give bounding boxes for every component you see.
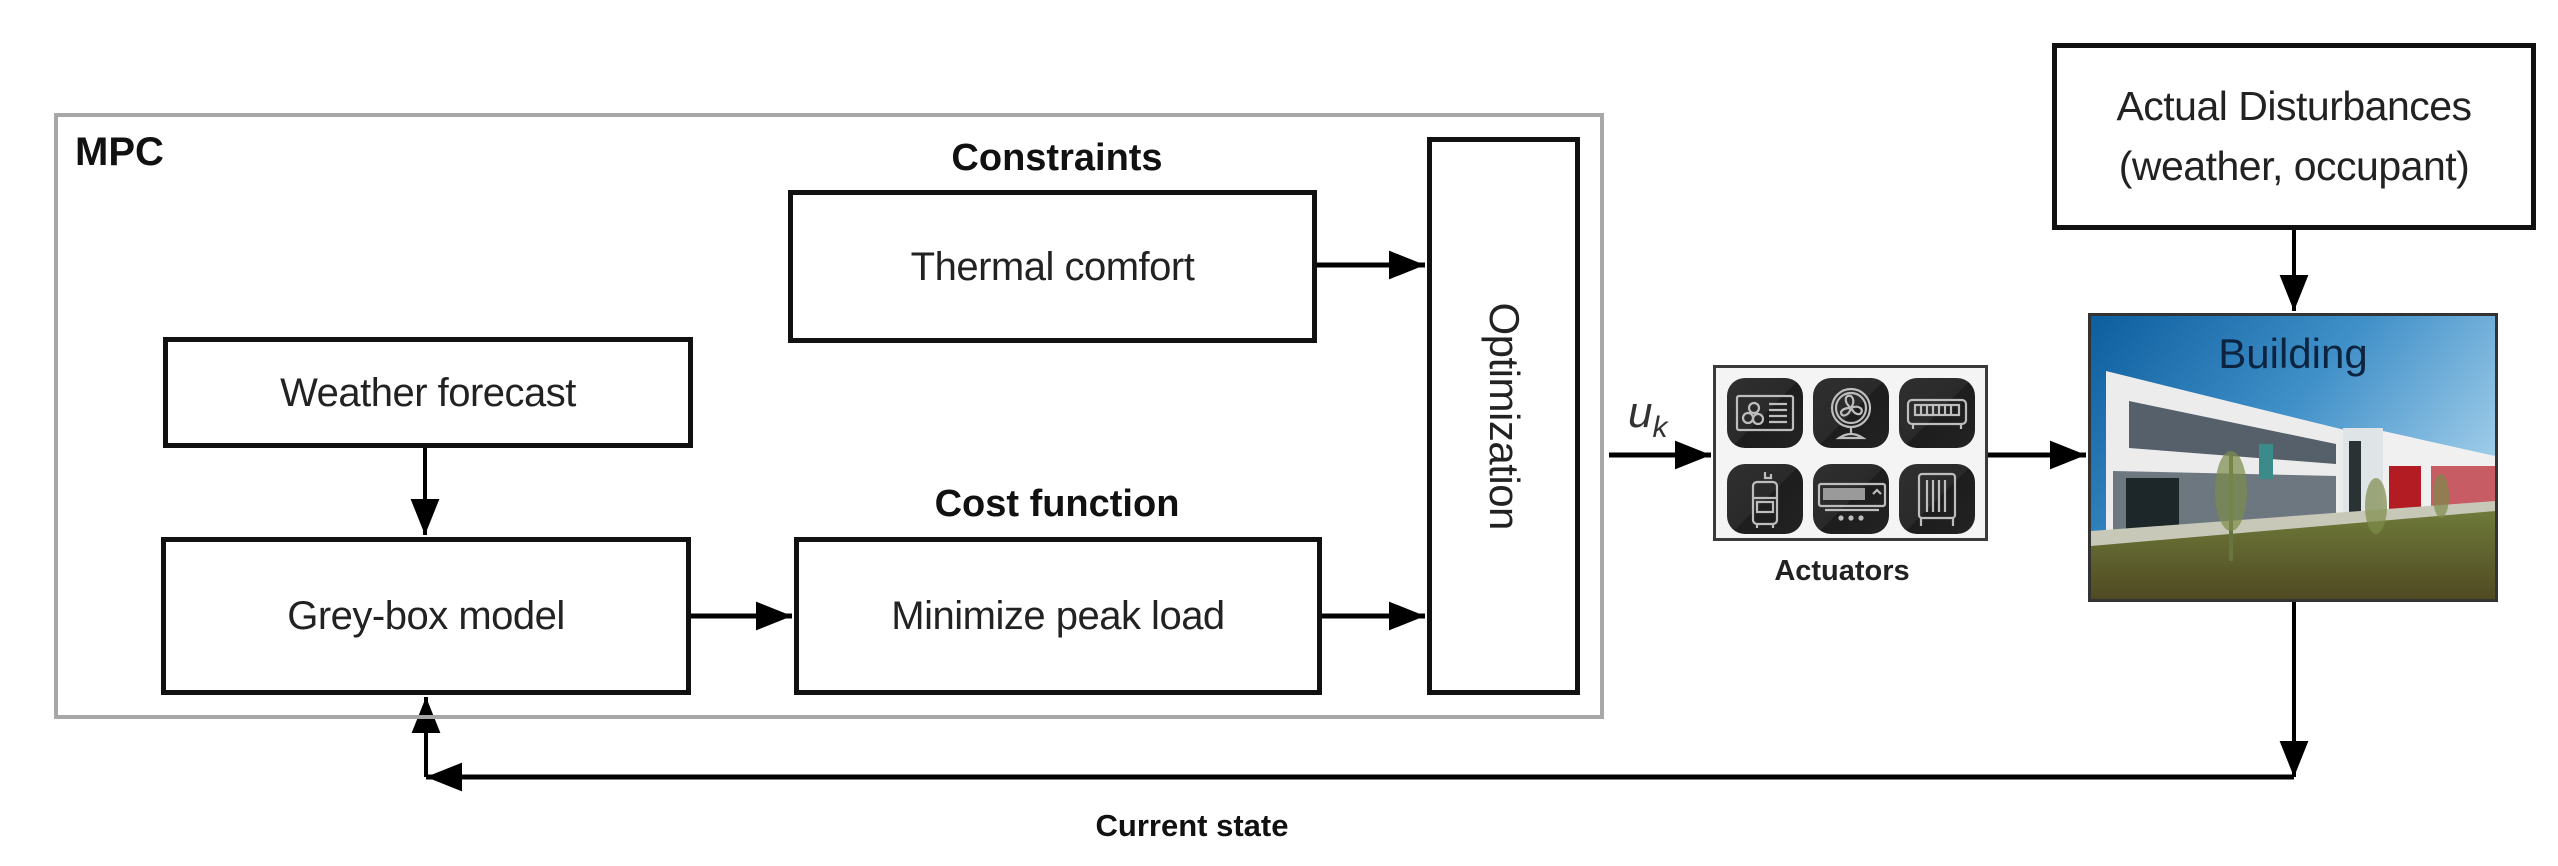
grey-box-model-label: Grey-box model bbox=[287, 594, 565, 638]
optimization-block: Optimization bbox=[1427, 137, 1580, 695]
mpc-title: MPC bbox=[75, 130, 164, 174]
split-air-conditioner-icon bbox=[1813, 464, 1889, 534]
desk-fan-icon bbox=[1813, 378, 1889, 448]
actuators-label: Actuators bbox=[1774, 555, 1910, 587]
optimization-label: Optimization bbox=[1480, 302, 1528, 530]
building-image: Building bbox=[2088, 313, 2498, 602]
wall-heater-icon bbox=[1899, 378, 1975, 448]
control-signal-subscript: k bbox=[1652, 411, 1668, 444]
weather-forecast-label: Weather forecast bbox=[280, 370, 576, 415]
water-heater-icon bbox=[1727, 464, 1803, 534]
control-signal-label: uk bbox=[1628, 388, 1667, 445]
building-photo-icon bbox=[2091, 316, 2495, 599]
minimize-peak-load-block: Minimize peak load bbox=[794, 537, 1322, 695]
thermal-comfort-label: Thermal comfort bbox=[910, 244, 1195, 289]
fan-coil-unit-icon bbox=[1727, 378, 1803, 448]
grey-box-model-block: Grey-box model bbox=[161, 537, 691, 695]
cost-function-title: Cost function bbox=[934, 483, 1180, 525]
building-label: Building bbox=[2218, 330, 2368, 377]
actual-disturbances-block: Actual Disturbances (weather, occupant) bbox=[2052, 43, 2536, 230]
control-signal-symbol: u bbox=[1628, 388, 1653, 437]
disturbances-line1: Actual Disturbances bbox=[2116, 83, 2472, 130]
actuators-panel bbox=[1713, 365, 1988, 541]
weather-forecast-block: Weather forecast bbox=[163, 337, 693, 448]
constraints-title: Constraints bbox=[951, 137, 1163, 179]
thermal-comfort-block: Thermal comfort bbox=[788, 190, 1317, 343]
radiator-icon bbox=[1899, 464, 1975, 534]
current-state-label: Current state bbox=[1095, 808, 1289, 843]
disturbances-line2: (weather, occupant) bbox=[2118, 142, 2470, 189]
mpc-frame bbox=[54, 113, 1604, 719]
minimize-peak-load-label: Minimize peak load bbox=[891, 594, 1225, 638]
